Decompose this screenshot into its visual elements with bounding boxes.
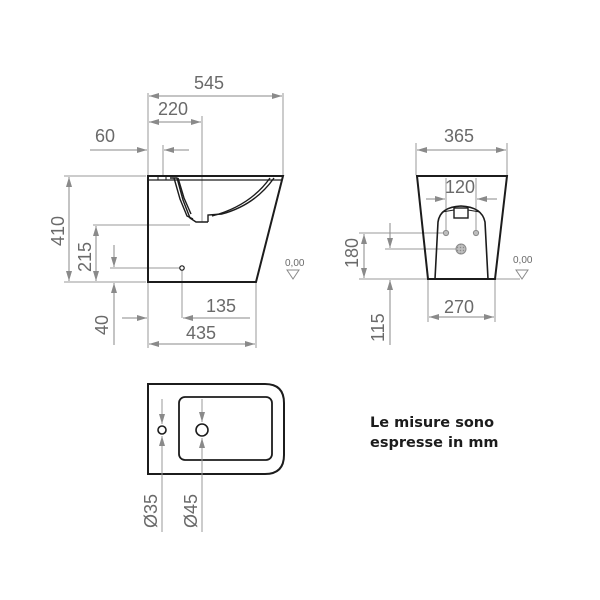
supply-point-marker bbox=[179, 265, 185, 271]
tap-hole bbox=[157, 425, 167, 435]
dim-545: 545 bbox=[194, 73, 224, 93]
side-extension-lines bbox=[64, 93, 284, 348]
dim-40: 40 bbox=[92, 315, 112, 335]
dim-d45: Ø45 bbox=[181, 494, 201, 528]
dim-365: 365 bbox=[444, 126, 474, 146]
dim-215: 215 bbox=[75, 242, 95, 272]
front-level-marker: 0,00 bbox=[513, 255, 533, 280]
drain-hole bbox=[195, 423, 209, 437]
side-view: 0,00 545 220 60 135 435 410 215 40 bbox=[48, 73, 305, 348]
front-extension-lines bbox=[359, 143, 520, 322]
dim-135: 135 bbox=[206, 296, 236, 316]
side-level-marker: 0,00 bbox=[285, 258, 305, 280]
front-view: 0,00 365 120 270 180 115 bbox=[342, 126, 533, 345]
top-dimension-lines bbox=[159, 399, 205, 532]
dim-180: 180 bbox=[342, 238, 362, 268]
units-note-line-1: Le misure sono bbox=[370, 415, 495, 431]
dim-435: 435 bbox=[186, 323, 216, 343]
svg-text:0,00: 0,00 bbox=[285, 258, 305, 269]
top-view: Ø35 Ø45 bbox=[141, 383, 285, 532]
dim-115: 115 bbox=[368, 313, 388, 342]
dim-220: 220 bbox=[158, 99, 188, 119]
front-dimension-lines bbox=[361, 147, 506, 345]
fixing-hole-left bbox=[442, 229, 450, 237]
drain-outlet bbox=[455, 243, 467, 255]
dim-d35: Ø35 bbox=[141, 494, 161, 528]
svg-text:0,00: 0,00 bbox=[513, 255, 533, 266]
units-note-line-2: espresse in mm bbox=[370, 435, 499, 451]
front-body-outline bbox=[415, 175, 509, 280]
top-dimension-labels: Ø35 Ø45 bbox=[141, 494, 201, 528]
side-bowl-section bbox=[157, 176, 275, 223]
side-dimension-labels: 545 220 60 135 435 410 215 40 bbox=[48, 73, 236, 343]
dim-410: 410 bbox=[48, 216, 68, 246]
top-body-outline bbox=[147, 383, 285, 475]
side-body-outline bbox=[147, 175, 285, 283]
dim-270: 270 bbox=[444, 297, 474, 317]
front-dimension-labels: 365 120 270 180 115 bbox=[342, 126, 475, 342]
dim-60: 60 bbox=[95, 126, 115, 146]
top-bowl-outline bbox=[178, 396, 273, 461]
dim-120: 120 bbox=[445, 177, 475, 197]
units-note: Le misure sono espresse in mm bbox=[370, 413, 499, 453]
side-dimension-lines bbox=[66, 93, 282, 347]
fixing-hole-right bbox=[472, 229, 480, 237]
